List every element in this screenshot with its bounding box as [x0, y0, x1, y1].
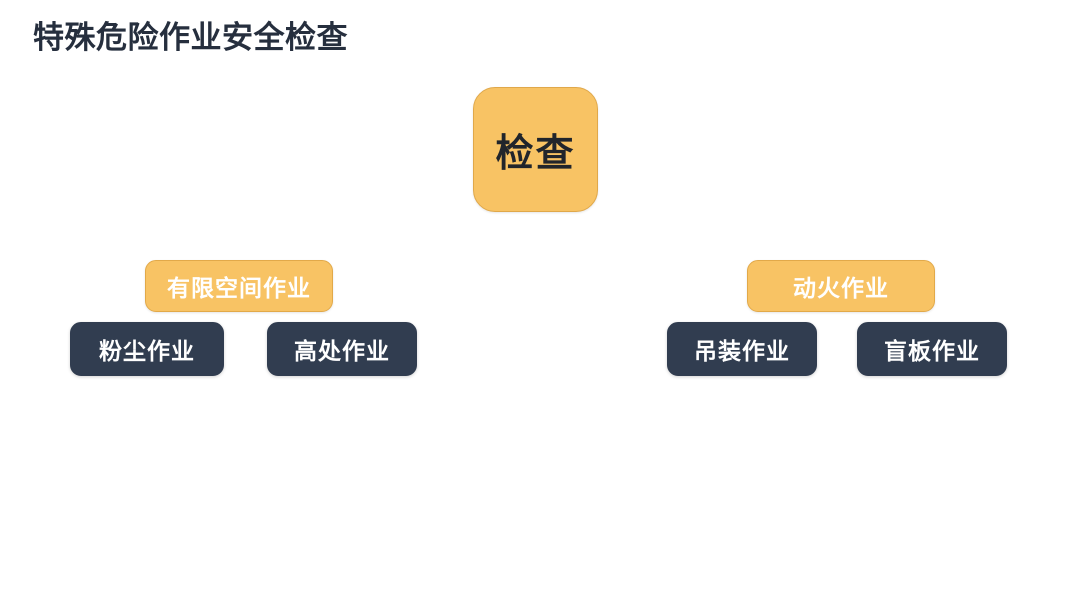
diagram-node-leaf-blind-plate-work[interactable]: 盲板作业 [857, 322, 1007, 376]
diagram-node-leaf-hoisting-work[interactable]: 吊装作业 [667, 322, 817, 376]
diagram-node-leaf-height-work-label: 高处作业 [294, 338, 390, 364]
diagram-node-category-confined-space[interactable]: 有限空间作业 [145, 260, 333, 312]
diagram-node-root-label: 检查 [495, 133, 576, 175]
diagram-node-category-hot-work[interactable]: 动火作业 [747, 260, 935, 312]
diagram-node-leaf-dust-work[interactable]: 粉尘作业 [70, 322, 224, 376]
page-title: 特殊危险作业安全检查 [33, 20, 348, 55]
diagram-node-category-confined-space-label: 有限空间作业 [167, 275, 311, 301]
diagram-node-leaf-hoisting-work-label: 吊装作业 [694, 338, 790, 364]
diagram-node-leaf-blind-plate-work-label: 盲板作业 [884, 338, 980, 364]
diagram-node-root-inspection[interactable]: 检查 [473, 87, 598, 212]
diagram-node-leaf-height-work[interactable]: 高处作业 [267, 322, 417, 376]
diagram-node-leaf-dust-work-label: 粉尘作业 [99, 338, 195, 364]
diagram-node-category-hot-work-label: 动火作业 [793, 275, 889, 301]
